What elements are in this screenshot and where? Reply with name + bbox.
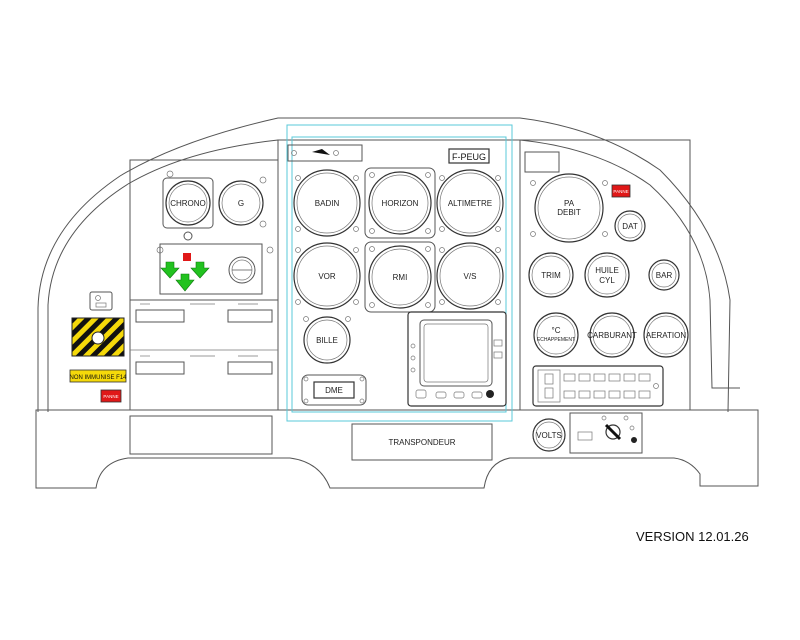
huile-cyl-gauge[interactable]: HUILE CYL (584, 252, 630, 298)
switch-slot[interactable] (135, 361, 185, 375)
panel-outline (37, 117, 731, 413)
gear-nose-arrow-icon (175, 273, 195, 292)
bille-gauge[interactable]: BILLE (303, 316, 351, 364)
switch-slot[interactable] (227, 309, 273, 323)
dat-gauge[interactable]: DAT (614, 210, 646, 242)
screw (259, 176, 267, 184)
volts-label: VOLTS (536, 431, 562, 440)
right-warning-light (611, 184, 631, 198)
pa-label: PA (564, 199, 575, 208)
registration-plate (448, 148, 490, 164)
overlay-frame-outer (286, 124, 513, 422)
transpondeur-label: TRANSPONDEUR (388, 438, 455, 447)
vor-gauge[interactable]: VOR (293, 242, 361, 310)
vor-label: VOR (318, 272, 336, 281)
aeration-label: AERATION (646, 331, 687, 340)
registration-label: F-PEUG (452, 152, 486, 162)
badin-gauge[interactable]: BADIN (293, 169, 361, 237)
center-panel (277, 139, 521, 411)
g-meter-gauge[interactable]: G (218, 180, 264, 226)
altimetre-label: ALTIMETRE (448, 199, 492, 208)
bille-label: BILLE (316, 336, 338, 345)
dme-label: DME (325, 386, 343, 395)
carburant-label: CARBURANT (587, 331, 637, 340)
lower-left-blank-panel (129, 415, 273, 455)
vs-gauge[interactable]: V/S (436, 242, 504, 310)
cyl-label: CYL (599, 276, 615, 285)
horizon-gauge[interactable]: HORIZON (364, 167, 436, 239)
temp-deg-label: °C (552, 326, 561, 335)
audio-control-panel[interactable] (532, 365, 664, 407)
gear-left-arrow-icon (160, 261, 180, 279)
dme-indicator[interactable]: DME (301, 374, 367, 406)
g-label: G (238, 199, 244, 208)
left-panel (129, 159, 279, 411)
bar-label: BAR (656, 271, 673, 280)
temp-sub-label: ECHAPPEMENT (537, 337, 575, 343)
gear-warning-light (183, 253, 191, 261)
vs-label: V/S (464, 272, 477, 281)
switch-slot[interactable] (135, 309, 185, 323)
pa-debit-gauge[interactable]: PA DEBIT (530, 173, 608, 243)
dat-label: DAT (622, 222, 638, 231)
volts-gauge[interactable]: VOLTS (532, 418, 566, 452)
gps-display-unit[interactable] (407, 311, 507, 407)
left-switch-panel (129, 299, 279, 411)
chrono-gauge[interactable]: CHRONO (162, 177, 214, 241)
left-small-switch[interactable] (89, 291, 113, 311)
carburant-gauge[interactable]: CARBURANT (587, 312, 637, 358)
badin-label: BADIN (315, 199, 340, 208)
overlay-frame-inner (291, 136, 507, 413)
center-top-switch-strip[interactable] (287, 144, 363, 162)
aeration-gauge[interactable]: AERATION (643, 312, 689, 358)
gear-right-arrow-icon (190, 261, 210, 279)
switch-slot[interactable] (227, 361, 273, 375)
debit-label: DEBIT (557, 208, 581, 217)
left-warning-light (100, 389, 122, 403)
screw (259, 220, 267, 228)
landing-gear-panel[interactable] (159, 243, 263, 295)
left-warning-label: PANNE (103, 394, 118, 399)
ignition-switch-panel[interactable] (569, 412, 643, 454)
chrono-label: CHRONO (170, 199, 206, 208)
rmi-label: RMI (393, 273, 408, 282)
right-top-slot (524, 151, 560, 173)
non-immunise-label: NON IMMUNISE F14 (69, 375, 127, 381)
transpondeur-unit[interactable] (351, 423, 493, 461)
altimetre-gauge[interactable]: ALTIMETRE (436, 169, 504, 237)
hazard-striped-handle[interactable] (71, 317, 125, 357)
screw (266, 246, 274, 254)
right-warning-label: PANNE (613, 189, 628, 194)
lower-console (35, 409, 759, 489)
non-immunise-placard (69, 369, 127, 383)
trim-gauge[interactable]: TRIM (528, 252, 574, 298)
huile-label: HUILE (595, 266, 619, 275)
exhaust-temp-gauge[interactable]: °C ECHAPPEMENT (533, 312, 579, 358)
rmi-gauge[interactable]: RMI (364, 241, 436, 313)
version-label: VERSION 12.01.26 (636, 529, 749, 544)
bar-gauge[interactable]: BAR (648, 259, 680, 291)
horizon-label: HORIZON (382, 199, 419, 208)
trim-label: TRIM (541, 271, 561, 280)
screw (166, 170, 174, 178)
